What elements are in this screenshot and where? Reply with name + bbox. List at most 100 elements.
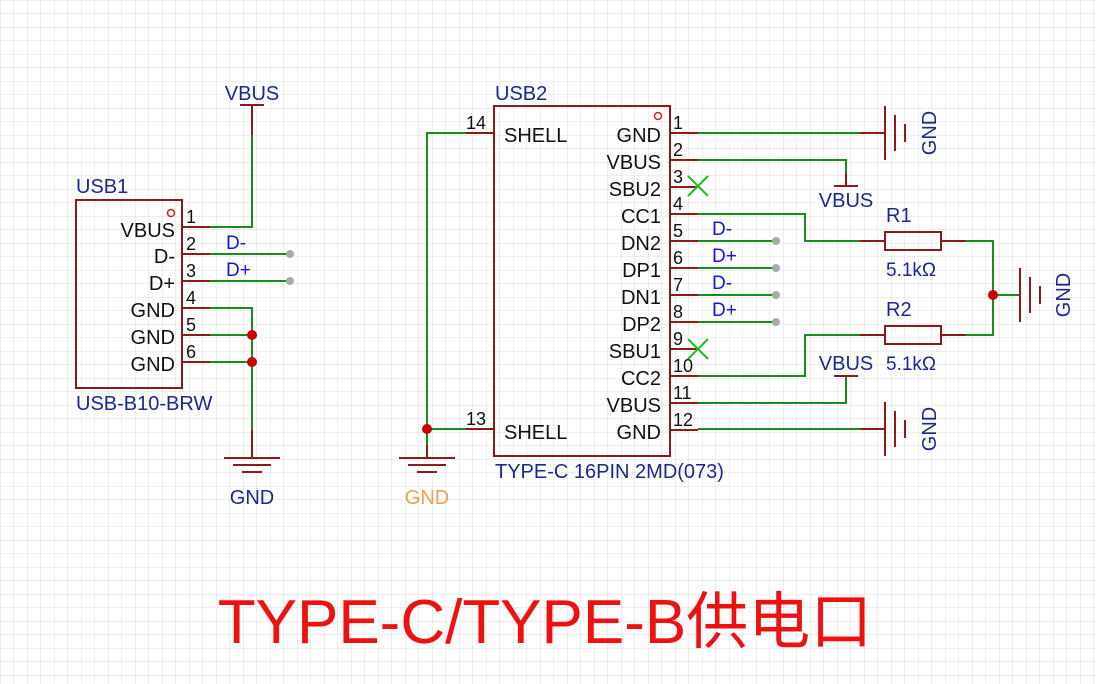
usb1-ground-symbol[interactable]: GND <box>224 430 280 509</box>
resistor-gnd-wire[interactable] <box>966 240 994 336</box>
usb2-pin2-name: VBUS <box>607 152 661 174</box>
usb2-vbus-bottom-label: VBUS <box>819 353 873 375</box>
usb2-pin13-name: SHELL <box>504 422 567 444</box>
usb2-pin9-num: 9 <box>673 329 683 349</box>
usb2-pin6-num: 6 <box>673 248 683 268</box>
junction-dot <box>247 330 257 340</box>
usb2-pin10-name: CC2 <box>621 368 661 390</box>
usb2-dp1-netlabel: D+ <box>712 246 737 267</box>
page-title: TYPE-C/TYPE-B供电口 <box>218 588 873 657</box>
usb2-bottom-ground-symbol[interactable]: GND <box>860 402 941 456</box>
usb2-pin8-name: DP2 <box>622 314 661 336</box>
usb2-pin6-name: DP1 <box>622 260 661 282</box>
usb2-pin12-name: GND <box>617 422 661 444</box>
usb2-pin11-num: 11 <box>673 383 692 403</box>
resistor-r1[interactable]: R1 5.1kΩ <box>860 205 966 281</box>
usb1-part: USB-B10-BRW <box>76 393 212 415</box>
usb1-gnd-label: GND <box>230 487 274 509</box>
usb2-pin5-name: DN2 <box>621 233 661 255</box>
usb2-pin7-name: DN1 <box>621 287 661 309</box>
usb1-pin2-name: D- <box>154 246 175 268</box>
usb2-vbus11-wire[interactable] <box>698 376 847 404</box>
usb2-cc2-wire[interactable] <box>698 334 860 377</box>
open-wire-end <box>772 264 780 272</box>
r1-value: 5.1kΩ <box>886 260 936 281</box>
usb2-pin12-num: 12 <box>673 410 693 430</box>
usb2-vbus-top-symbol[interactable]: VBUS <box>819 173 873 212</box>
usb2-shell-ground-symbol[interactable]: GND <box>399 445 455 509</box>
open-wire-end <box>286 277 294 285</box>
usb1-pin5-name: GND <box>131 327 175 349</box>
usb2-pin9-name: SBU1 <box>609 341 661 363</box>
usb2-bottom-gnd-label: GND <box>919 407 941 451</box>
usb2-pin1-num: 1 <box>673 113 683 133</box>
usb2-pin13-num: 13 <box>466 409 486 429</box>
usb2-vbus2-wire[interactable] <box>698 159 847 173</box>
usb1-vbus-wire[interactable] <box>210 135 253 228</box>
junction-dot <box>422 424 432 434</box>
usb1-pin1-marker <box>166 208 176 218</box>
usb2-pin7-num: 7 <box>673 275 683 295</box>
usb2-dn2-netlabel: D- <box>712 219 732 240</box>
usb2-pin2-num: 2 <box>673 140 683 160</box>
usb2-pin4-name: CC1 <box>621 206 661 228</box>
usb1-vbus-label: VBUS <box>225 83 279 105</box>
usb2-pin1-name: GND <box>617 125 661 147</box>
no-connect-mark <box>687 175 709 197</box>
usb2-pin4-num: 4 <box>673 194 683 214</box>
usb2-ref: USB2 <box>495 83 547 105</box>
usb2-vbus-bottom-symbol[interactable]: VBUS <box>819 353 873 377</box>
usb1-pin4-num: 4 <box>186 288 196 308</box>
usb2-top-gnd-label: GND <box>919 111 941 155</box>
usb1-wires: D- D+ <box>210 135 294 430</box>
open-wire-end <box>286 250 294 258</box>
open-wire-end <box>772 291 780 299</box>
no-connect-mark <box>687 338 709 360</box>
usb2-vbus-top-label: VBUS <box>819 190 873 212</box>
usb1-pin5-num: 5 <box>186 315 196 335</box>
usb2-top-ground-symbol[interactable]: GND <box>860 106 941 160</box>
open-wire-end <box>772 237 780 245</box>
usb2-pin10-num: 10 <box>673 356 693 376</box>
usb1-pin3-name: D+ <box>149 273 175 295</box>
usb1-gnd-wire[interactable] <box>210 307 253 430</box>
usb2-shell-wires <box>422 132 466 445</box>
resistor-ground-symbol[interactable]: GND <box>1019 268 1075 322</box>
resistor-r2[interactable]: R2 5.1kΩ <box>860 299 966 375</box>
usb2-component[interactable]: USB2 TYPE-C 16PIN 2MD(073) 14 13 SHELL S… <box>466 83 724 483</box>
usb1-pin1-name: VBUS <box>121 220 175 242</box>
usb2-pin14-name: SHELL <box>504 125 567 147</box>
open-wire-end <box>772 318 780 326</box>
usb2-pin14-num: 14 <box>466 113 486 133</box>
usb2-right-wires: D- D+ D- D+ <box>687 132 1020 430</box>
usb1-pin6-name: GND <box>131 354 175 376</box>
junction-dot <box>988 290 998 300</box>
usb2-body <box>493 105 671 457</box>
usb2-dp2-netlabel: D+ <box>712 300 737 321</box>
junction-dot <box>247 357 257 367</box>
usb2-pin3-num: 3 <box>673 167 683 187</box>
usb1-component[interactable]: USB1 USB-B10-BRW VBUS D- D+ GND GND GND … <box>75 176 212 415</box>
r2-value: 5.1kΩ <box>886 354 936 375</box>
usb1-vbus-symbol[interactable]: VBUS <box>225 83 279 135</box>
usb2-pin8-num: 8 <box>673 302 683 322</box>
usb2-cc1-wire[interactable] <box>698 213 860 242</box>
usb1-dm-netlabel: D- <box>226 233 246 254</box>
usb1-pin1-num: 1 <box>186 207 196 227</box>
r1-ref: R1 <box>886 205 912 227</box>
usb2-pin3-name: SBU2 <box>609 179 661 201</box>
usb1-ref: USB1 <box>76 176 128 198</box>
usb2-shell-gnd-label: GND <box>405 487 449 509</box>
usb1-pin2-num: 2 <box>186 234 196 254</box>
usb2-part: TYPE-C 16PIN 2MD(073) <box>495 461 724 483</box>
usb1-body <box>75 199 183 389</box>
usb2-shell-wire[interactable] <box>426 132 466 430</box>
usb2-pin5-num: 5 <box>673 221 683 241</box>
usb2-dn1-netlabel: D- <box>712 273 732 294</box>
usb1-pin4-name: GND <box>131 300 175 322</box>
r2-ref: R2 <box>886 299 912 321</box>
usb1-dp-netlabel: D+ <box>226 260 251 281</box>
usb1-pin6-num: 6 <box>186 342 196 362</box>
